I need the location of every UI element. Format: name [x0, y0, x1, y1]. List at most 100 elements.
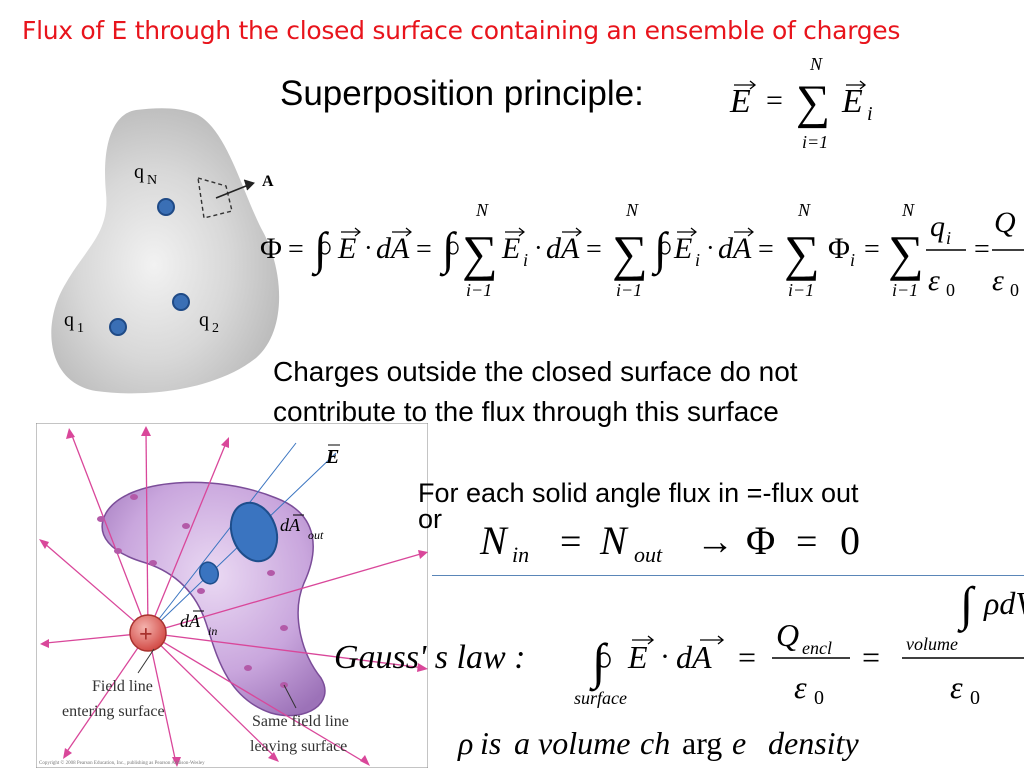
flux-sum-4-upper: N — [901, 200, 915, 220]
caption-same-1: Same field line — [252, 713, 349, 730]
charge-qn — [157, 198, 175, 216]
flux-eps-1-sub: 0 — [946, 280, 955, 300]
flux-da-1: dA — [376, 232, 410, 265]
rho-volume: volume — [538, 725, 630, 761]
flux-q: q — [930, 210, 945, 243]
charge-q2 — [172, 293, 190, 311]
n-in-sub: in — [512, 542, 529, 567]
superposition-equation: E = ∑ N i=1 E i — [729, 54, 873, 152]
n-out: N — [599, 518, 629, 563]
flux-phi-i-sub: i — [850, 250, 855, 270]
label-q2: q — [199, 309, 209, 331]
gauss-eq1: = — [738, 639, 756, 675]
flux-dot-3: · — [706, 233, 715, 262]
outside-line-2: contribute to the flux through this surf… — [273, 396, 779, 427]
flux-q-total: Q — [994, 206, 1016, 239]
label-da-out: dA — [280, 515, 301, 535]
n-arrow: → — [696, 521, 734, 563]
flux-sum-2-lower: i−1 — [616, 280, 642, 300]
patch-in — [198, 561, 220, 585]
solid-angle-text: For each solid angle flux in =-flux out … — [418, 473, 859, 539]
label-da-in: dA — [180, 611, 201, 631]
flux-eps-2-sub: 0 — [1010, 280, 1019, 300]
gauss-law-equation: Gauss' s law : ∫ surface E · dA = Q encl… — [334, 580, 1024, 709]
flux-e-1: E — [337, 232, 356, 265]
flux-q-sub: i — [946, 228, 951, 248]
flux-da-2: dA — [546, 232, 580, 265]
flux-eq-4: = — [758, 234, 774, 265]
plus-sign: + — [139, 622, 153, 648]
flux-sum-3: ∑ — [784, 225, 820, 281]
flux-sum-3-upper: N — [797, 200, 811, 220]
gauss-rho-dv: ρdV — [983, 585, 1024, 621]
eq-e-lhs: E — [729, 83, 751, 120]
label-qn: q — [134, 161, 144, 183]
eq-e-term: E — [841, 83, 863, 120]
flux-e-2-sub: i — [523, 250, 528, 270]
field-arrowheads — [39, 426, 428, 767]
label-q2-sub: 2 — [212, 321, 219, 336]
rho-density: density — [768, 725, 859, 761]
flux-eps-2: ε — [992, 264, 1004, 297]
flux-eq-1: = — [288, 234, 304, 265]
superposition-label: Superposition principle: — [280, 74, 644, 113]
rho-definition: ρ is a volume ch arg e density — [457, 725, 859, 761]
label-a: A — [262, 173, 274, 190]
flux-sum-3-lower: i−1 — [788, 280, 814, 300]
gauss-surface: surface — [574, 688, 627, 708]
gauss-label: Gauss' s law : — [334, 639, 525, 676]
sum-lower: i=1 — [802, 132, 828, 152]
charge-q1 — [109, 318, 127, 336]
flux-sum-2-upper: N — [625, 200, 639, 220]
n-eq: = — [560, 521, 581, 563]
flux-sum-4-lower: i−1 — [892, 280, 918, 300]
n-zero: 0 — [840, 518, 860, 563]
solid-angle-line-2: or — [418, 504, 443, 534]
n-phi: Φ — [746, 518, 775, 563]
n-eq2: = — [796, 521, 817, 563]
gauss-eps1-sub: 0 — [814, 687, 824, 709]
gauss-int: ∫ — [957, 580, 976, 633]
flux-e-3: E — [673, 232, 692, 265]
flux-eq-2: = — [416, 234, 432, 265]
flux-sum-1: ∑ — [462, 225, 498, 281]
gauss-da: dA — [676, 639, 712, 675]
gauss-eq2: = — [862, 639, 880, 675]
closed-surface-blob — [51, 108, 280, 394]
closed-surface-figure: A q N q 1 q 2 — [51, 108, 280, 394]
gauss-q-sub: encl — [802, 638, 832, 658]
flux-phi-lhs: Φ — [260, 232, 282, 265]
flux-sum-4: ∑ — [888, 225, 924, 281]
outside-line-1: Charges outside the closed surface do no… — [273, 356, 798, 387]
gauss-eps2-sub: 0 — [970, 687, 980, 709]
gauss-eps2: ε — [950, 669, 963, 705]
flux-e-3-sub: i — [695, 250, 700, 270]
rho-arg: arg — [682, 725, 722, 761]
eq-equals: = — [766, 84, 783, 117]
torus-figure: + E dA out dA in Field line entering sur… — [36, 423, 428, 768]
gauss-dot: · — [660, 640, 670, 673]
flux-eq-6: = — [974, 234, 990, 265]
patch-out — [229, 501, 279, 563]
rho-symbol: ρ — [457, 725, 473, 761]
flux-dot-1: · — [364, 233, 373, 262]
label-da-out-sub: out — [308, 528, 324, 542]
flux-sum-1-lower: i−1 — [466, 280, 492, 300]
flux-eps-1: ε — [928, 264, 940, 297]
n-in: N — [479, 518, 509, 563]
field-lines — [43, 430, 425, 764]
divider-line — [432, 575, 1024, 576]
label-q1-sub: 1 — [77, 321, 84, 336]
positive-charge — [129, 614, 167, 652]
flux-eq-3: = — [586, 234, 602, 265]
gauss-q: Q — [776, 617, 799, 653]
flux-phi-i: Φ — [828, 232, 850, 265]
flux-dot-2: · — [534, 233, 543, 262]
gauss-eps1: ε — [794, 669, 807, 705]
caption-entering-2: entering surface — [62, 703, 165, 720]
flux-e-2: E — [501, 232, 520, 265]
label-qn-sub: N — [147, 173, 157, 188]
n-equation: N in = N out → Φ = 0 — [479, 518, 860, 567]
label-e: E — [325, 446, 339, 468]
